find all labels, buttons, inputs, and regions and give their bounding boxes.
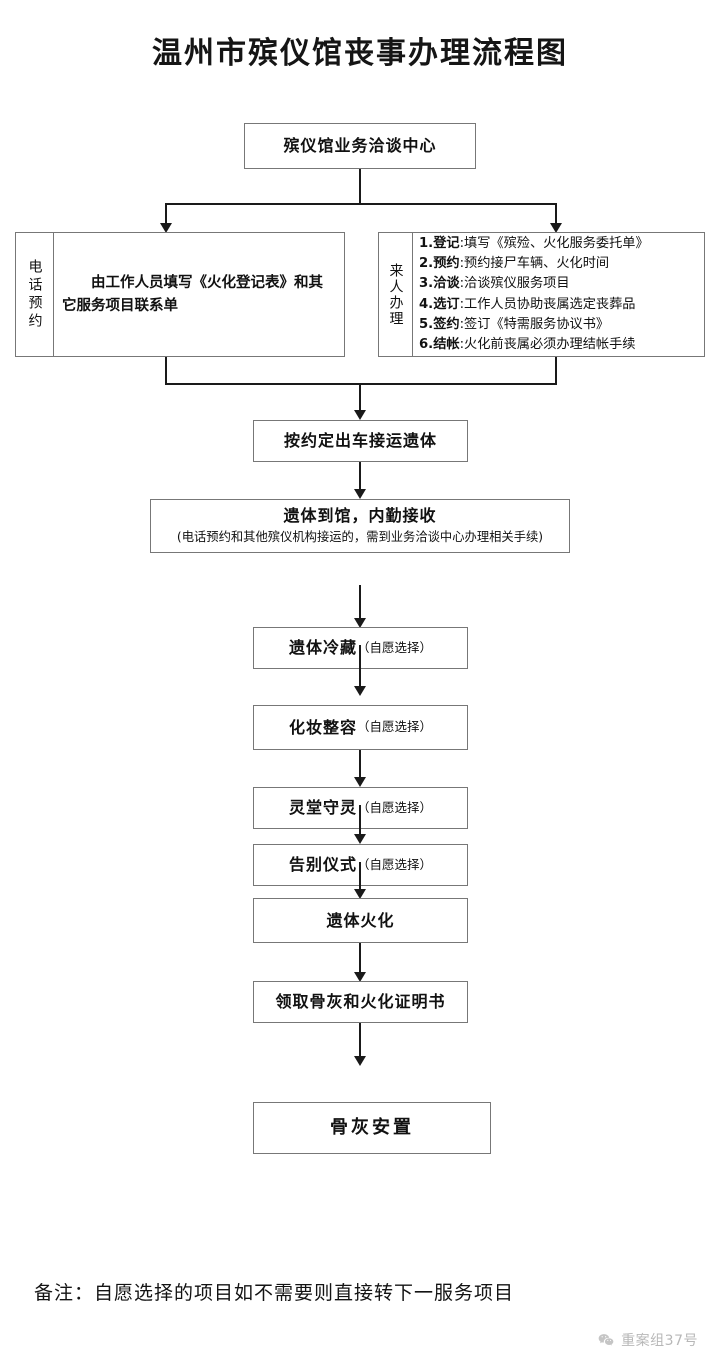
connector-refrigerate-to-makeup — [359, 645, 361, 693]
node-farewell-optional: （自愿选择） — [357, 856, 433, 872]
connector-arrival-to-refrigerate — [359, 585, 361, 620]
node-ashes-placement-label: 骨灰安置 — [330, 1116, 414, 1138]
node-makeup-label: 化妆整容 — [288, 717, 357, 737]
connector-cremation-to-collect — [359, 943, 361, 975]
walkin-item-1-no: 1. — [419, 236, 434, 252]
list-item: 2.预约:预约接尸车辆、火化时间 — [419, 254, 700, 274]
node-cremation-label: 遗体火化 — [326, 910, 395, 930]
connector-farewell-to-cremation — [359, 862, 361, 892]
watermark: 重案组37号 — [597, 1330, 698, 1350]
connector-split-left — [165, 203, 167, 225]
node-phone-reservation-text: 由工作人员填写《火化登记表》和其它服务项目联系单 — [62, 274, 323, 314]
node-refrigerate-label: 遗体冷藏 — [288, 638, 357, 658]
node-dispatch-vehicle-label: 按约定出车接运遗体 — [283, 431, 437, 451]
connector-split-right — [555, 203, 557, 225]
walkin-item-6-key: 结帐 — [433, 336, 460, 352]
node-cremation: 遗体火化 — [253, 898, 468, 943]
node-vigil-label: 灵堂守灵 — [288, 798, 357, 818]
arrowhead-to-cremation — [354, 889, 366, 899]
arrowhead-to-collect — [354, 972, 366, 982]
footer-note: 备注：自愿选择的项目如不需要则直接转下一服务项目 — [34, 1282, 515, 1304]
node-center: 殡仪馆业务洽谈中心 — [244, 123, 476, 169]
walkin-item-5-no: 5. — [419, 316, 434, 332]
node-body-arrival-label: 遗体到馆，内勤接收 — [283, 506, 437, 526]
connector-split-bar — [165, 203, 557, 205]
node-farewell-label: 告别仪式 — [288, 855, 357, 875]
walkin-item-list: 1.登记:填写《殡殓、火化服务委托单》 2.预约:预约接尸车辆、火化时间 3.洽… — [419, 234, 700, 354]
walkin-item-1-key: 登记 — [433, 236, 460, 252]
list-item: 6.结帐:火化前丧属必须办理结帐手续 — [419, 335, 700, 355]
node-phone-reservation-body: 由工作人员填写《火化登记表》和其它服务项目联系单 — [54, 233, 344, 356]
node-center-label: 殡仪馆业务洽谈中心 — [283, 136, 437, 156]
list-item: 1.登记:填写《殡殓、火化服务委托单》 — [419, 234, 700, 254]
connector-merge-bar — [165, 383, 557, 385]
node-walkin-service-label: 来人办理 — [379, 233, 413, 356]
connector-makeup-to-vigil — [359, 750, 361, 780]
watermark-text: 重案组37号 — [621, 1333, 698, 1349]
connector-collect-to-placement — [359, 1023, 361, 1063]
walkin-item-1-text: :填写《殡殓、火化服务委托单》 — [459, 236, 649, 252]
walkin-item-2-no: 2. — [419, 256, 434, 272]
node-makeup: 化妆整容（自愿选择） — [253, 705, 468, 750]
node-vigil-optional: （自愿选择） — [357, 799, 433, 815]
walkin-item-3-no: 3. — [419, 276, 434, 292]
node-walkin-service-body: 1.登记:填写《殡殓、火化服务委托单》 2.预约:预约接尸车辆、火化时间 3.洽… — [413, 233, 704, 356]
connector-dispatch-to-arrival — [359, 462, 361, 491]
list-item: 3.洽谈:洽谈殡仪服务项目 — [419, 274, 700, 294]
node-phone-reservation-label: 电话预约 — [16, 233, 54, 356]
connector-merge-stem — [359, 383, 361, 412]
node-collect-ashes: 领取骨灰和火化证明书 — [253, 981, 468, 1023]
walkin-item-3-text: :洽谈殡仪服务项目 — [459, 276, 570, 292]
node-collect-ashes-label: 领取骨灰和火化证明书 — [275, 992, 446, 1012]
list-item: 5.签约:签订《特需服务协议书》 — [419, 315, 700, 335]
node-makeup-optional: （自愿选择） — [357, 719, 433, 735]
arrowhead-to-vigil — [354, 777, 366, 787]
walkin-item-6-text: :火化前丧属必须办理结帐手续 — [459, 336, 636, 352]
arrowhead-to-placement — [354, 1056, 366, 1066]
arrowhead-right-branch — [550, 223, 562, 233]
arrowhead-to-refrigerate — [354, 618, 366, 628]
walkin-item-6-no: 6. — [419, 336, 434, 352]
arrowhead-to-dispatch — [354, 410, 366, 420]
connector-walkin-down — [555, 357, 557, 385]
connector-center-stem — [359, 169, 361, 204]
walkin-item-5-key: 签约 — [433, 316, 460, 332]
walkin-item-4-text: :工作人员协助丧属选定丧葬品 — [459, 296, 636, 312]
node-refrigerate-optional: （自愿选择） — [357, 639, 433, 655]
node-ashes-placement: 骨灰安置 — [253, 1102, 491, 1154]
walkin-item-5-text: :签订《特需服务协议书》 — [459, 316, 610, 332]
walkin-item-4-key: 选订 — [433, 296, 460, 312]
arrowhead-to-farewell — [354, 834, 366, 844]
node-body-arrival-note: (电话预约和其他殡仪机构接运的，需到业务洽谈中心办理相关手续) — [176, 529, 544, 544]
wechat-icon — [597, 1331, 615, 1349]
list-item: 4.选订:工作人员协助丧属选定丧葬品 — [419, 295, 700, 315]
arrowhead-to-arrival — [354, 489, 366, 499]
walkin-item-2-key: 预约 — [433, 256, 460, 272]
arrowhead-to-makeup — [354, 686, 366, 696]
walkin-item-2-text: :预约接尸车辆、火化时间 — [459, 256, 610, 272]
connector-phone-down — [165, 357, 167, 385]
node-walkin-service: 来人办理 1.登记:填写《殡殓、火化服务委托单》 2.预约:预约接尸车辆、火化时… — [378, 232, 705, 357]
node-dispatch-vehicle: 按约定出车接运遗体 — [253, 420, 468, 462]
page-title: 温州市殡仪馆丧事办理流程图 — [152, 36, 568, 71]
connector-vigil-to-farewell — [359, 805, 361, 838]
node-phone-reservation: 电话预约 由工作人员填写《火化登记表》和其它服务项目联系单 — [15, 232, 345, 357]
arrowhead-left-branch — [160, 223, 172, 233]
node-body-arrival: 遗体到馆，内勤接收 (电话预约和其他殡仪机构接运的，需到业务洽谈中心办理相关手续… — [150, 499, 570, 553]
walkin-item-4-no: 4. — [419, 296, 434, 312]
walkin-item-3-key: 洽谈 — [433, 276, 460, 292]
